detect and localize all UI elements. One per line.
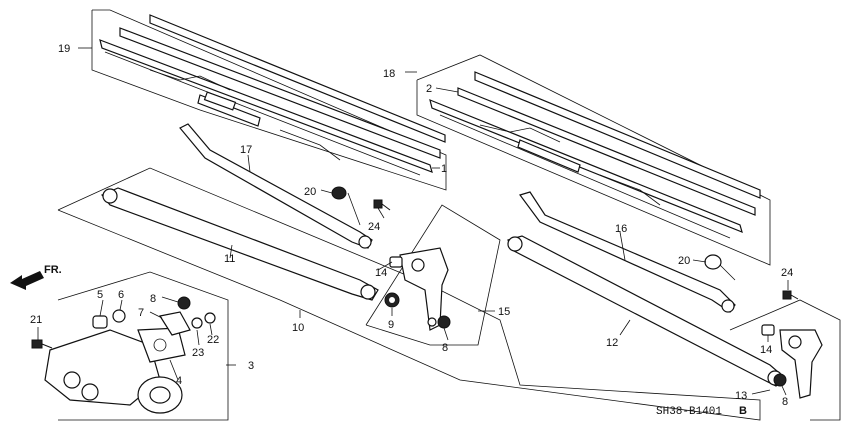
bolt-21 bbox=[31, 339, 53, 349]
callout-4: 4 bbox=[176, 375, 182, 387]
wiper-arm-17 bbox=[179, 123, 373, 249]
callout-2: 2 bbox=[426, 83, 432, 95]
callout-14b: 14 bbox=[760, 344, 772, 356]
callout-18: 18 bbox=[383, 68, 395, 80]
callout-20a: 20 bbox=[304, 186, 316, 198]
callout-11: 11 bbox=[224, 253, 235, 265]
wiper-arm-16 bbox=[519, 191, 736, 313]
diagram-code-suffix: B bbox=[739, 405, 747, 417]
callout-12: 12 bbox=[606, 337, 618, 349]
callout-24b: 24 bbox=[781, 267, 793, 279]
callout-23: 23 bbox=[192, 347, 204, 359]
cap-20a bbox=[331, 186, 347, 200]
callout-8b: 8 bbox=[442, 342, 448, 354]
callout-21: 21 bbox=[30, 314, 42, 326]
callout-9: 9 bbox=[388, 319, 394, 331]
nut-8b bbox=[437, 315, 451, 329]
callout-3: 3 bbox=[248, 360, 254, 372]
callout-8c: 8 bbox=[782, 396, 788, 408]
front-arrow-icon bbox=[10, 271, 44, 290]
collar-6 bbox=[112, 309, 126, 323]
callout-24a: 24 bbox=[368, 221, 380, 233]
callout-1: 1 bbox=[441, 163, 447, 175]
callout-6: 6 bbox=[118, 289, 124, 301]
callout-7: 7 bbox=[138, 307, 144, 319]
wiper-blade-driver bbox=[99, 14, 446, 176]
group-outline-15 bbox=[365, 204, 501, 346]
bushing-5 bbox=[92, 315, 108, 329]
diagram-code: SH38-B1401 bbox=[656, 406, 722, 418]
callout-8a: 8 bbox=[150, 293, 156, 305]
group-outline-18 bbox=[416, 54, 771, 266]
crank-arm-7 bbox=[159, 311, 191, 336]
wiper-motor-3 bbox=[44, 329, 183, 414]
callout-22: 22 bbox=[207, 334, 219, 346]
callout-19: 19 bbox=[58, 43, 70, 55]
group-outline-10 bbox=[57, 167, 761, 421]
callout-20b: 20 bbox=[678, 255, 690, 267]
callout-17: 17 bbox=[240, 144, 252, 156]
nut-8a bbox=[177, 296, 191, 310]
callout-5: 5 bbox=[97, 289, 103, 301]
pivot-bracket-right bbox=[779, 329, 823, 399]
washer-22 bbox=[204, 312, 216, 324]
nut-8c bbox=[773, 373, 787, 387]
washer-23 bbox=[191, 317, 203, 329]
callout-15: 15 bbox=[498, 306, 510, 318]
linkage-rod-11 bbox=[101, 187, 379, 301]
callout-10: 10 bbox=[292, 322, 304, 334]
leader-lines bbox=[37, 47, 789, 396]
group-outline-3 bbox=[57, 271, 229, 421]
group-outline-right bbox=[729, 299, 841, 421]
front-indicator-label: FR. bbox=[44, 264, 62, 276]
wiper-blade-passenger bbox=[429, 71, 761, 239]
nut-9 bbox=[384, 292, 400, 308]
bolt-24a bbox=[373, 199, 391, 211]
callout-13: 13 bbox=[735, 390, 747, 402]
cap-20b bbox=[704, 254, 722, 270]
bushing-14a bbox=[389, 256, 403, 268]
callout-14a: 14 bbox=[375, 267, 387, 279]
bushing-14b bbox=[761, 324, 775, 336]
group-outline-19 bbox=[91, 9, 447, 191]
bolt-24b bbox=[782, 290, 799, 300]
rubber-cover-4 bbox=[137, 327, 186, 363]
callout-16: 16 bbox=[615, 223, 627, 235]
